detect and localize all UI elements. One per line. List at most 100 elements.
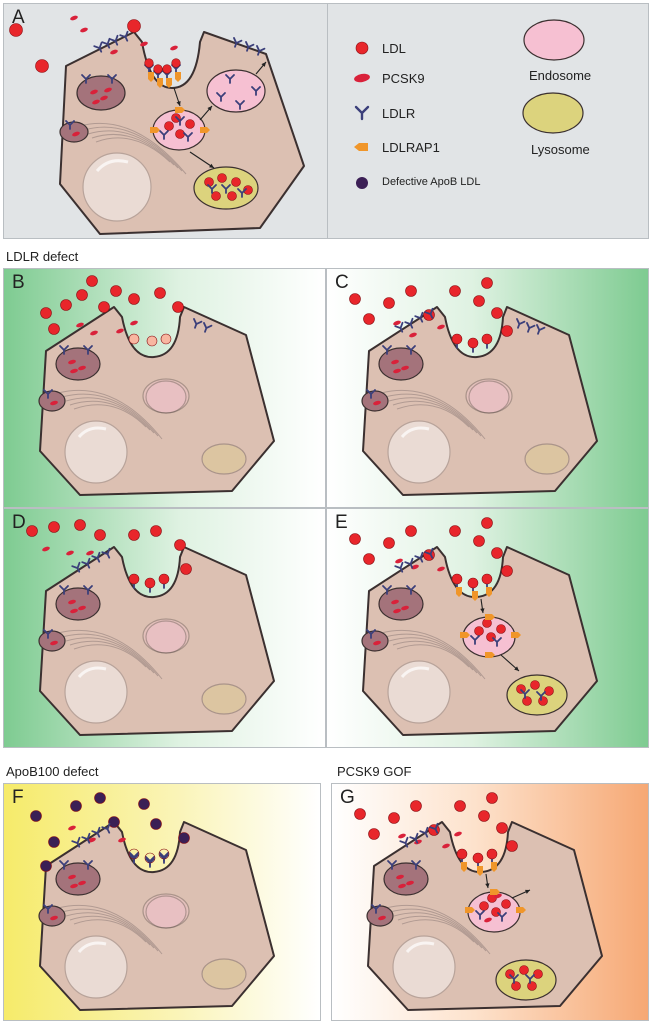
- receptor-vesicle: [55, 345, 101, 381]
- panel-letter-f: F: [12, 787, 24, 808]
- ldl-particle: [74, 519, 86, 531]
- pcsk9-molecule: [406, 880, 414, 886]
- receptor-vesicle: [383, 860, 429, 896]
- ldl-particle: [48, 836, 60, 848]
- ldlrap1-adaptor: [472, 591, 478, 601]
- panel-letter-c: C: [335, 272, 349, 293]
- section-apob-defect: ApoB100 defect: [6, 764, 99, 779]
- ldl-particle: [180, 563, 192, 575]
- ldl-particle: [144, 58, 154, 68]
- pcsk9-molecule: [454, 831, 462, 837]
- transport-arrow: [199, 105, 213, 121]
- ldl-particle: [472, 852, 484, 864]
- ldlr-receptor: [175, 116, 185, 126]
- pcsk9-molecule: [100, 95, 108, 101]
- pcsk9-molecule: [76, 322, 84, 328]
- ldlr-receptor: [71, 561, 81, 573]
- cell-scene: [349, 277, 598, 496]
- ldlr-receptor: [366, 389, 376, 399]
- ldlr-receptor: [525, 974, 535, 984]
- ldl-particle: [410, 800, 422, 812]
- ldl-particle: [481, 573, 493, 585]
- nucleus: [387, 660, 451, 724]
- ldlr-receptor: [107, 74, 117, 84]
- ldlrap1-adaptor: [200, 127, 210, 133]
- ldlr-receptor: [83, 585, 93, 595]
- panel-letter-e: E: [335, 512, 348, 533]
- pcsk9-molecule: [411, 564, 419, 570]
- pcsk9-molecule: [437, 566, 445, 572]
- ldl-particle: [227, 191, 237, 201]
- ldl-particle: [94, 529, 106, 541]
- ldl-particle: [451, 573, 463, 585]
- ldl-particle: [40, 860, 52, 872]
- ldl-particle: [533, 969, 543, 979]
- ldl-particle: [467, 577, 479, 589]
- ldl-particle: [158, 848, 170, 860]
- ldl-particle: [405, 285, 417, 297]
- ldl-particle: [138, 798, 150, 810]
- ldl-particle: [128, 848, 140, 860]
- ldl-particle: [217, 173, 227, 183]
- early-endosome: [468, 380, 510, 414]
- pcsk9-molecule: [66, 550, 74, 556]
- receptor-vesicle: [55, 860, 101, 896]
- early-endosome: [145, 895, 187, 929]
- panel-b: B: [3, 268, 326, 508]
- ldlr-receptor: [406, 345, 416, 355]
- endoplasmic-reticulum: [380, 629, 486, 680]
- nucleus: [387, 420, 451, 484]
- ldlr-receptor: [221, 184, 231, 194]
- ldlr-receptor: [366, 629, 376, 639]
- ldlr-receptor: [536, 691, 546, 701]
- ldl-particle: [530, 680, 540, 690]
- ldlr-receptor: [424, 547, 434, 559]
- ldl-particle: [538, 696, 548, 706]
- panel-c: C: [326, 268, 649, 508]
- panel-letter-a: A: [12, 7, 25, 28]
- ldlr-receptor: [183, 132, 193, 142]
- ldl-particle: [349, 533, 361, 545]
- transport-arrow: [500, 654, 520, 672]
- ldlr-receptor: [43, 389, 53, 399]
- pcsk9-molecule: [373, 400, 381, 406]
- ldlr-receptor: [65, 120, 75, 130]
- ldl-particle: [154, 287, 166, 299]
- ldlr-receptor: [119, 30, 129, 42]
- pcsk9-molecule: [140, 41, 148, 47]
- pcsk9-molecule: [409, 332, 417, 338]
- ldlr-receptor: [43, 629, 53, 639]
- lysosome: [201, 443, 247, 475]
- pcsk9-molecule: [393, 608, 401, 614]
- pcsk9-molecule: [104, 87, 112, 93]
- pcsk9-molecule: [90, 330, 98, 336]
- ldlr-receptor: [193, 318, 203, 329]
- panel-letter-d: D: [12, 512, 26, 533]
- ldlr-receptor: [414, 551, 424, 563]
- ldl-particle: [405, 525, 417, 537]
- ldl-particle: [211, 191, 221, 201]
- ldlr-receptor: [159, 130, 169, 140]
- ldlr-receptor: [207, 184, 217, 194]
- endosome: [142, 378, 190, 414]
- pcsk9-molecule: [50, 400, 58, 406]
- ldl-particle: [128, 293, 140, 305]
- ldlr-receptor: [497, 912, 507, 922]
- cell-scene: [9, 15, 305, 235]
- ldl-particle: [70, 800, 82, 812]
- pcsk9-molecule: [68, 359, 76, 365]
- small-vesicle: [59, 120, 89, 143]
- ldlr-receptor: [83, 345, 93, 355]
- ldlr-receptor: [71, 836, 81, 848]
- ldlr-receptor: [424, 307, 434, 319]
- pcsk9-molecule: [72, 131, 80, 137]
- nucleus: [64, 935, 128, 999]
- nucleus: [64, 660, 128, 724]
- ldlr-receptor: [101, 547, 111, 559]
- cell-diagram-e: [349, 517, 598, 736]
- ldlrap1-adaptor: [485, 652, 495, 658]
- ldl-particle: [349, 293, 361, 305]
- ldl-particle: [48, 323, 60, 335]
- small-vesicle: [38, 904, 66, 927]
- ldl-particle: [86, 275, 98, 287]
